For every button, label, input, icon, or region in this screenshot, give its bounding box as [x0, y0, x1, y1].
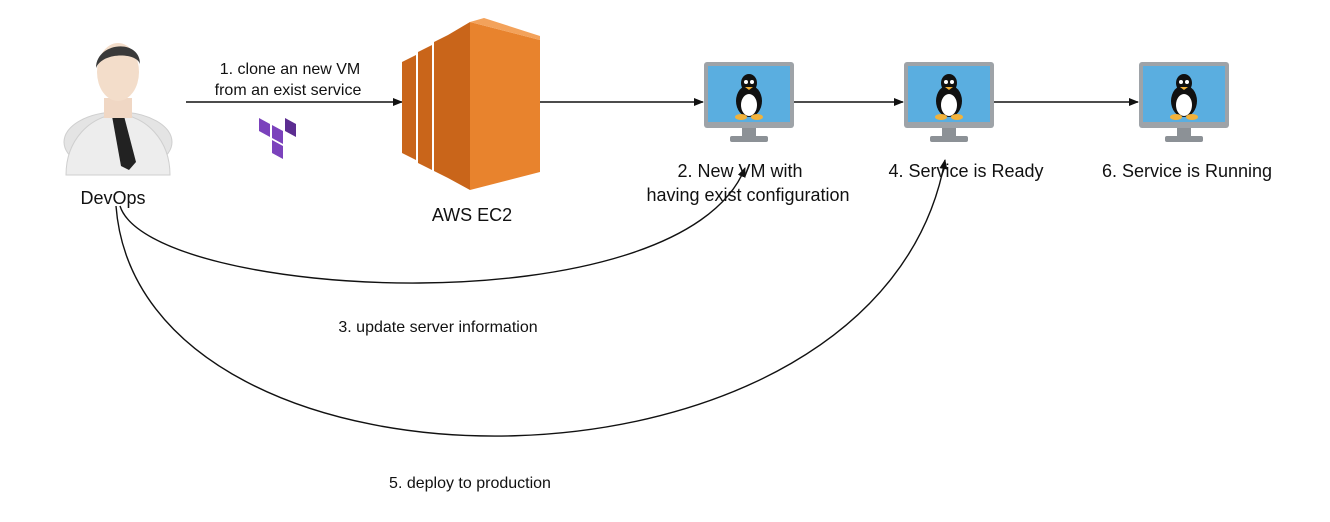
vm2-label: 4. Service is Ready: [888, 161, 1043, 181]
vm1-linux-monitor-icon: [704, 62, 794, 142]
vm3-label: 6. Service is Running: [1102, 161, 1272, 181]
linux-penguin-icon: [735, 74, 763, 120]
devops-label: DevOps: [80, 188, 145, 208]
vm2-linux-monitor-icon: [904, 62, 994, 142]
aws-ec2-icon: [402, 18, 540, 190]
aws-ec2-label: AWS EC2: [432, 205, 512, 225]
linux-penguin-icon: [1170, 74, 1198, 120]
clone-label-line-1: 1. clone an new VM: [220, 61, 361, 78]
vm1-label-line-1: 2. New VM with: [677, 161, 802, 181]
linux-penguin-icon: [935, 74, 963, 120]
update-server-label: 3. update server information: [338, 319, 537, 336]
arrow-update-server: [119, 167, 746, 284]
arrow-deploy: [115, 159, 948, 437]
vm1-label-line-2: having exist configuration: [646, 185, 849, 205]
terraform-icon: [259, 118, 296, 159]
user-icon: [63, 43, 173, 176]
deploy-label: 5. deploy to production: [389, 475, 551, 492]
clone-label-line-2: from an exist service: [215, 82, 362, 99]
vm3-linux-monitor-icon: [1139, 62, 1229, 142]
